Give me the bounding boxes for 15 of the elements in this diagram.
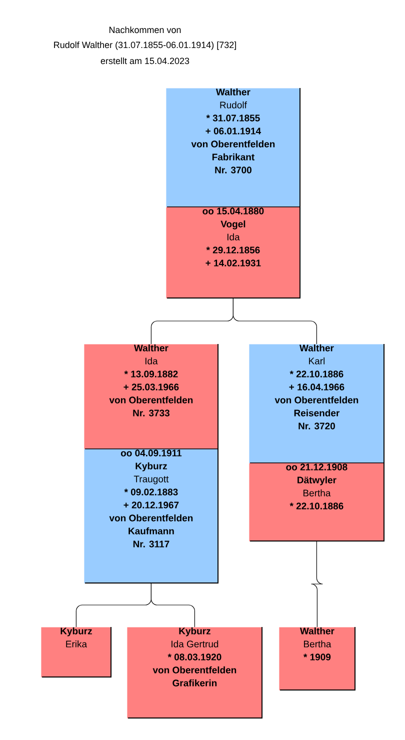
person-box: Walther Ida * 13.09.1882 + 25.03.1966 von Oberentfelden Nr. 3733 — [84, 344, 218, 450]
person-box: Kyburz Ida Gertrud * 08.03.1920 von Oberentfelden Grafikerin — [127, 626, 262, 718]
person-box: oo 21.12.1908 Dätwyler Bertha * 22.10.1886 — [249, 462, 384, 542]
subtitle: erstellt am 15.04.2023 — [100, 57, 190, 64]
person-box: Kyburz Erika — [41, 626, 112, 678]
connector-line — [232, 298, 317, 344]
person-box: Walther Rudolf * 31.07.1855 + 06.01.1914 von Oberentfelden Fabrikant Nr. 3700 — [166, 88, 300, 208]
connector-line — [310, 541, 323, 628]
person-box: oo 15.04.1880 Vogel Ida * 29.12.1856 + 14.02.1931 — [166, 206, 300, 298]
subtitle: Rudolf Walther (31.07.1855-06.01.1914) [732] — [54, 41, 236, 50]
person-box: Walther Bertha * 1909 — [279, 626, 356, 690]
connector-line — [150, 583, 195, 628]
person-box: oo 04.09.1911 Kyburz Traugott * 09.02.1883 + 20.12.1967 von Oberentfelden Kaufmann Nr. 3117 — [84, 448, 218, 584]
title: Nachkommen von — [109, 26, 181, 34]
person-box: Walther Karl * 22.10.1886 + 16.04.1966 von Oberentfelden Reisender Nr. 3720 — [249, 344, 384, 464]
